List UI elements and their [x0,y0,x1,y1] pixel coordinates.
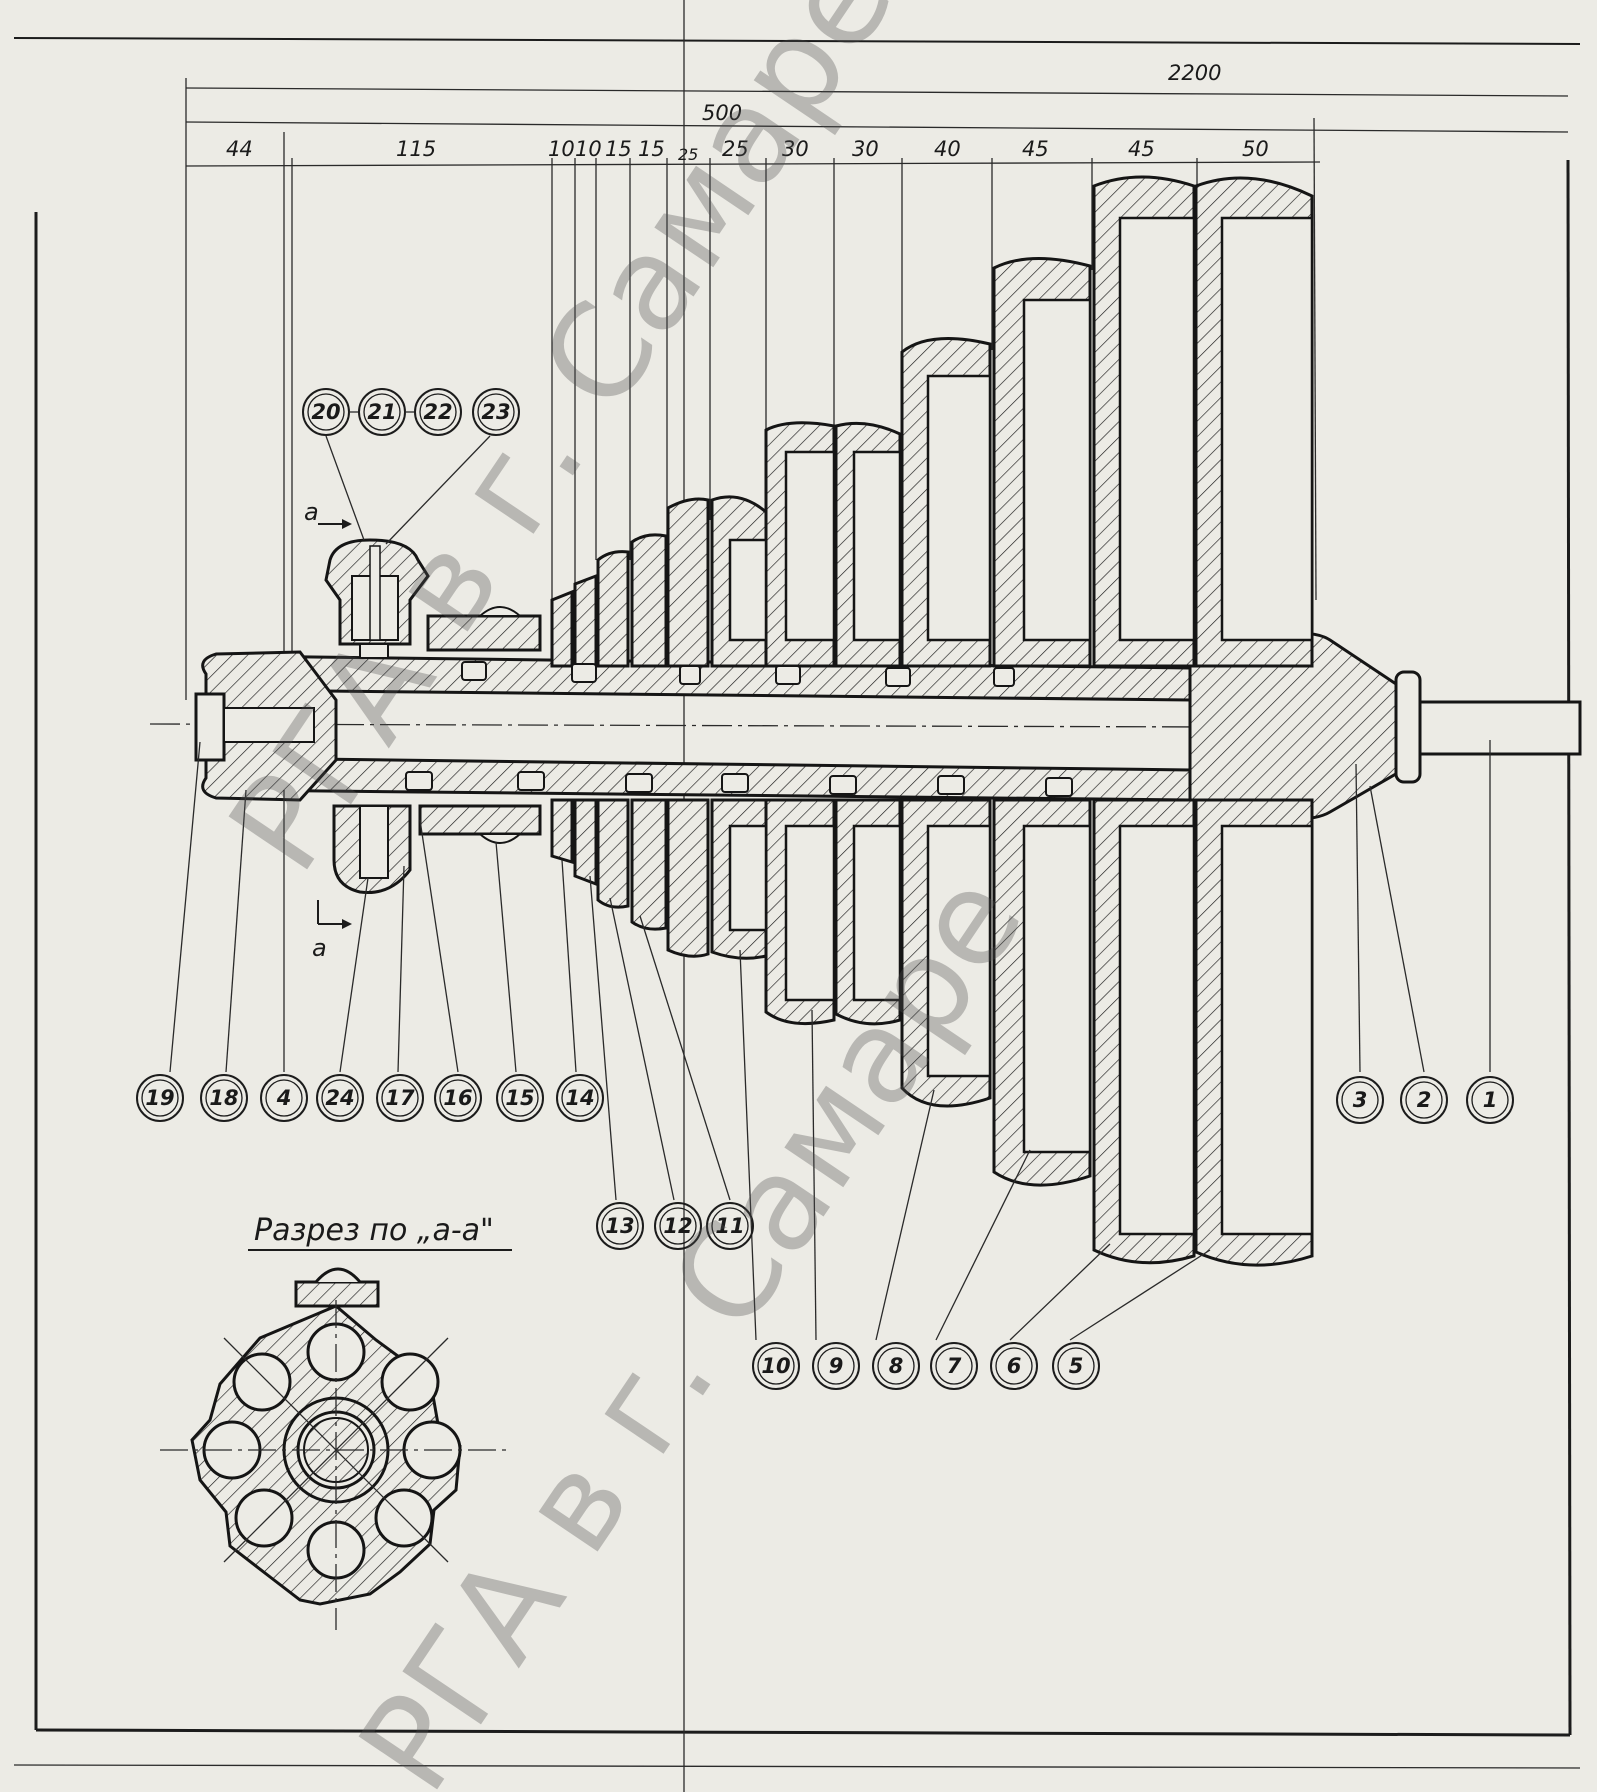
callout-8: 8 [872,1342,920,1390]
svg-text:5: 5 [1069,1354,1084,1378]
svg-text:2: 2 [1417,1088,1432,1112]
callout-1: 1 [1466,1076,1514,1124]
hub-holes [405,661,1073,797]
callout-14: 14 [556,1074,604,1122]
section-mark-bottom: a [312,934,327,962]
callouts-row3: 10 9 8 7 6 5 [752,1342,1100,1390]
callout-23: 23 [472,388,520,436]
svg-text:7: 7 [947,1354,962,1378]
dim-seg-15a: 15 [605,137,632,161]
callout-9: 9 [812,1342,860,1390]
callout-19: 19 [136,1074,184,1122]
dim-seg-45b: 45 [1128,137,1155,161]
dim-seg-25a: 25 [678,145,698,164]
callout-12: 12 [654,1202,702,1250]
leader-lines [169,435,1491,1341]
svg-text:8: 8 [889,1354,904,1378]
svg-text:22: 22 [423,400,452,424]
dim-seg-40: 40 [934,137,961,161]
dim-seg-50: 50 [1242,137,1269,161]
section-mark-top: a [304,498,319,526]
callout-22: 22 [414,388,462,436]
svg-text:16: 16 [443,1086,472,1110]
dim-seg-10a: 10 [548,137,575,161]
callout-18: 18 [200,1074,248,1122]
svg-text:14: 14 [565,1086,594,1110]
svg-text:24: 24 [325,1086,354,1110]
callouts-top: 20 21 22 23 [302,388,520,436]
svg-text:1: 1 [1483,1088,1498,1112]
svg-text:15: 15 [505,1086,534,1110]
svg-text:20: 20 [311,400,340,424]
dim-seg-45a: 45 [1022,137,1049,161]
stepped-rings-upper [550,175,1314,668]
svg-text:4: 4 [276,1086,292,1110]
svg-text:6: 6 [1007,1354,1022,1378]
svg-text:11: 11 [715,1214,744,1238]
callouts-right: 3 2 1 [1336,1076,1514,1124]
callouts-row1: 19 18 4 24 17 16 15 14 [136,1074,604,1122]
section-marks: a a [304,498,352,962]
svg-text:19: 19 [145,1086,174,1110]
svg-text:21: 21 [367,400,396,424]
dim-seg-44: 44 [226,137,253,161]
svg-text:10: 10 [761,1354,790,1378]
dim-overall-500: 500 [702,101,742,125]
dim-seg-30b: 30 [852,137,879,161]
callout-5: 5 [1052,1342,1100,1390]
callout-13: 13 [596,1202,644,1250]
callout-6: 6 [990,1342,1038,1390]
svg-text:9: 9 [829,1354,844,1378]
dim-seg-15b: 15 [638,137,665,161]
dim-seg-115: 115 [396,137,436,161]
callout-21: 21 [358,388,406,436]
stepped-rings-lower [550,798,1314,1267]
svg-text:3: 3 [1353,1088,1368,1112]
callout-11: 11 [706,1202,754,1250]
dimension-labels: 2200 500 44 115 10 10 15 15 25 25 30 30 … [226,61,1269,164]
dim-seg-10b: 10 [575,137,602,161]
callout-20: 20 [302,388,350,436]
dim-overall-2200: 2200 [1168,61,1221,85]
callout-16: 16 [434,1074,482,1122]
callout-3: 3 [1336,1076,1384,1124]
valve-assembly [324,538,542,895]
svg-text:12: 12 [663,1214,692,1238]
callout-24: 24 [316,1074,364,1122]
section-title: Разрез по „a-a" [254,1213,494,1248]
callout-7: 7 [930,1342,978,1390]
callout-10: 10 [752,1342,800,1390]
callout-17: 17 [376,1074,424,1122]
callout-4: 4 [260,1074,308,1122]
callouts-row2: 13 12 11 [596,1202,754,1250]
callout-2: 2 [1400,1076,1448,1124]
svg-text:18: 18 [209,1086,238,1110]
callout-15: 15 [496,1074,544,1122]
watermark-lower: РГА в г. Самаре [330,847,1053,1792]
svg-text:17: 17 [385,1086,415,1110]
dim-seg-30a: 30 [782,137,809,161]
svg-text:13: 13 [605,1214,634,1238]
dim-seg-25b: 25 [722,137,749,161]
section-view: Разрез по „a-a" [160,1213,512,1630]
svg-text:23: 23 [481,400,510,424]
